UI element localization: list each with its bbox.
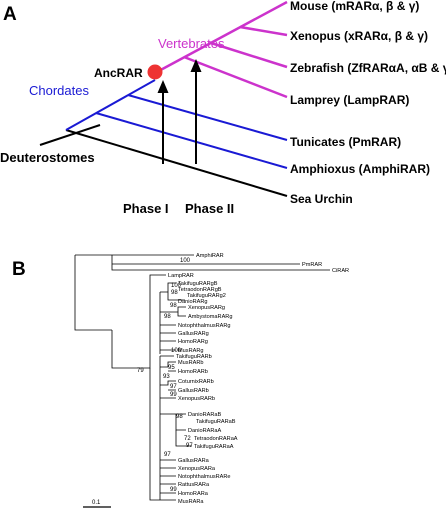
scale-bar-label: 0.1 [92,500,101,506]
phase2-arrow-head [190,59,202,72]
zebrafish-branch [210,41,288,69]
bootstrap-values: 100 100 98 98 98 100 95 93 97 99 79 98 7… [137,258,193,493]
bootstrap-100-tunicates: 100 [180,258,191,264]
phylogeny-branches [74,254,330,508]
leaf-amphirar: AmphiRAR [196,253,224,259]
bootstrap-97-a: 97 [170,384,177,390]
leaf-gallus-rara: GallusRARa [178,458,210,464]
root-branch [74,255,112,331]
leaf-danio-rarab: DanioRARaB [188,412,222,418]
leaf-homo-rara: HomoRARa [178,491,209,497]
leaf-noto-rarg: NotophthalmusRARg [178,323,231,329]
deuterostomes-label: Deuterostomes [0,150,95,165]
leaf-homo-rarg: HomoRARg [178,339,208,345]
bootstrap-79: 79 [137,368,144,374]
rara-tetrapods [160,459,176,501]
rara-clade [159,412,186,500]
xenopus-branch [239,25,288,37]
amphioxus-label: Amphioxus (AmphiRAR) [290,162,430,176]
leaf-pmrar: PmRAR [302,262,322,268]
panel-a-label: A [3,4,17,25]
mouse-label: Mouse (mRARα, β & γ) [290,0,419,13]
lamprey-branch [183,55,288,99]
lamprey-label: Lamprey (LampRAR) [290,93,409,107]
leaf-xeno-rarb: XenopusRARb [178,396,215,402]
phase2-label: Phase II [185,201,234,216]
vertebrates-label: Vertebrates [158,36,225,51]
bootstrap-98-c: 98 [164,314,171,320]
chordates-label: Chordates [29,83,89,98]
leaf-danio-raraa: DanioRARaA [188,428,222,434]
tunicates-label: Tunicates (PmRAR) [290,135,401,149]
chordate-stem-branch [65,79,156,131]
leaf-tak-rargb: TakifuguRARgB [178,281,218,287]
chordate-branches [65,79,288,169]
leaf-rattus-rara: RattusRARa [178,482,210,488]
leaf-gallus-rarb: GallusRARb [178,388,209,394]
bootstrap-99-b: 99 [170,487,177,493]
bootstrap-100-rarg: 100 [171,283,182,289]
leaf-mus-rarb: MusRARb [178,360,204,366]
rara-fish [175,430,192,447]
tunicates-branch [127,94,288,141]
deuterostome-root-branch [39,124,101,146]
leaf-danio-rarg: DanioRARg [178,299,208,305]
bootstrap-98-a: 98 [171,290,178,296]
zebrafish-label: Zebrafish (ZfRARαA, αB & γ) [290,61,446,75]
vertebrate-stem-branch [154,0,288,75]
leaf-mus-rara: MusRARa [178,499,204,505]
phylogeny-leaf-labels: AmphiRAR PmRAR CiRAR LampRAR TakifuguRAR… [168,253,349,505]
leaf-xeno-rarg: XenopusRARg [188,305,225,311]
bootstrap-98-d: 98 [176,414,183,420]
phase-labels: Phase I Phase II [123,201,234,216]
rarb-clade [159,355,176,412]
sea-urchin-label: Sea Urchin [290,192,353,206]
deuterostome-branches [39,124,288,197]
bootstrap-95: 95 [168,365,175,371]
bootstrap-100-mus: 100 [171,348,182,354]
sea-urchin-branch [65,129,288,197]
leaf-lamprar: LampRAR [168,273,194,279]
leaf-amby-rarg: AmbystomaRARg [188,314,232,320]
leaf-xeno-rara: XenopusRARa [178,466,216,472]
leaf-tak-raraa: TakifuguRARaA [194,444,234,450]
leaf-mus-rarg: MusRARg [178,348,204,354]
panel-b-label: B [12,259,26,280]
vertebrate-branches [154,0,288,99]
bootstrap-97-c: 97 [164,452,171,458]
bootstrap-72: 72 [184,436,191,442]
phase1-label: Phase I [123,201,169,216]
leaf-tak-rarb: TakifuguRARb [176,354,212,360]
rarg-amphibian [160,306,186,317]
bootstrap-93: 93 [163,374,170,380]
amphioxus-branch [95,112,288,169]
rarb-birds [160,380,176,399]
leaf-tet-rargb: TetraodonRARgB [178,287,222,293]
bootstrap-98-b: 98 [170,303,177,309]
leaf-noto-rara: NotophthalmusRARe [178,474,231,480]
bootstrap-99-a: 99 [170,392,177,398]
leaf-tak-rarg2: TakifuguRARg2 [187,293,226,299]
clade-labels: Vertebrates Chordates Deuterostomes AncR… [0,36,225,165]
ancestral-rar-node [147,64,163,80]
phase1-arrow-head [157,80,169,93]
leaf-gallus-rarg: GallusRARg [178,331,209,337]
rarg-tetrapods [160,324,176,351]
taxon-labels: Mouse (mRARα, β & γ) Xenopus (xRARα, β &… [290,0,446,206]
leaf-tak-rarab: TakifuguRARaB [196,419,236,425]
vertebrate-lower [149,368,160,501]
leaf-cirar: CiRAR [332,268,349,274]
leaf-cotur-rarb: CoturnixRARb [178,379,214,385]
rarg-clade [159,282,185,354]
vertebrate-stem [111,274,166,369]
tunicate-branches [111,255,330,271]
leaf-tet-raraa: TetraodonRARaA [194,436,238,442]
phase-arrows [157,59,202,164]
bootstrap-97-b: 97 [186,443,193,449]
ancestral-rar-label: AncRAR [94,66,143,80]
leaf-homo-rarb: HomoRARb [178,369,208,375]
xenopus-label: Xenopus (xRARα, β & γ) [290,29,428,43]
